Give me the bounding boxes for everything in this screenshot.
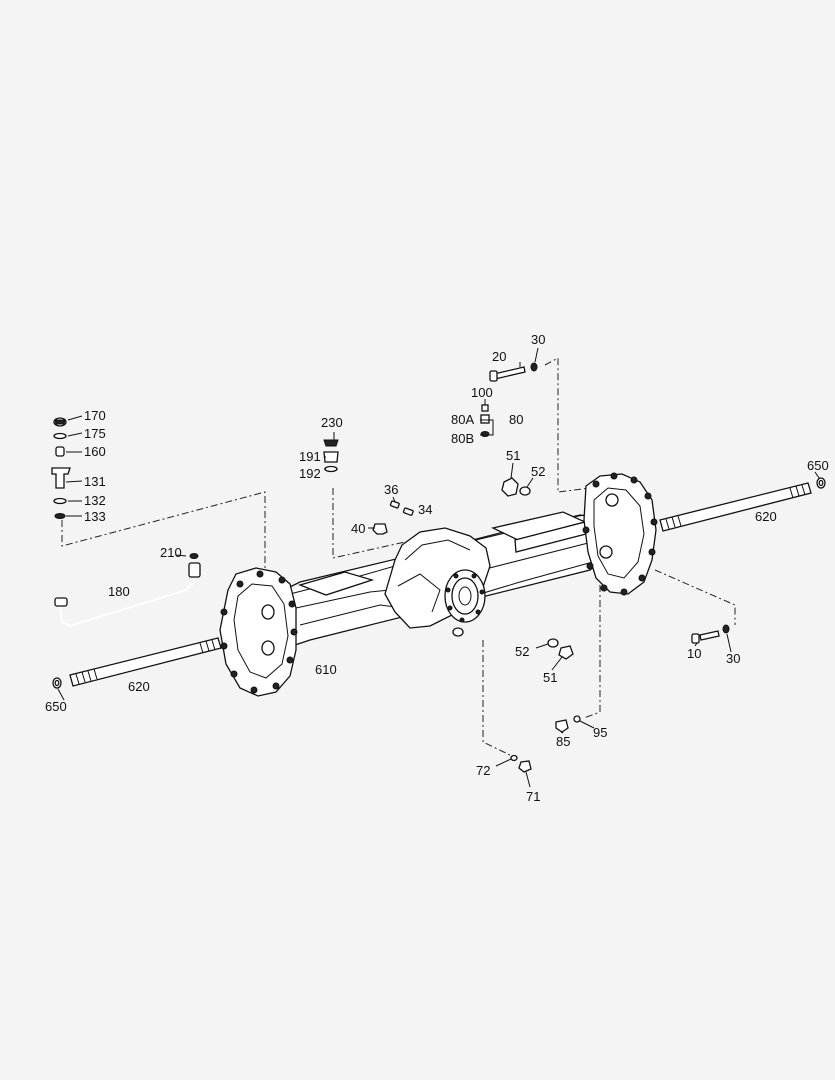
callout-40: 40 xyxy=(351,521,365,536)
callout-71: 71 xyxy=(526,789,540,804)
callout-51-top: 51 xyxy=(506,448,520,463)
callout-95: 95 xyxy=(593,725,607,740)
callout-650-left: 650 xyxy=(45,699,67,714)
left-axle-shaft xyxy=(52,637,222,689)
callout-160: 160 xyxy=(84,444,106,459)
callout-34: 34 xyxy=(418,502,432,517)
callout-133: 133 xyxy=(84,509,106,524)
right-axle-shaft xyxy=(659,477,826,532)
callout-30-right: 30 xyxy=(726,651,740,666)
callout-210: 210 xyxy=(160,545,182,560)
callout-175: 175 xyxy=(84,426,106,441)
callout-131: 131 xyxy=(84,474,106,489)
axle-housing xyxy=(219,472,658,697)
pipe-assembly xyxy=(54,553,201,628)
callout-36: 36 xyxy=(384,482,398,497)
callout-80: 80 xyxy=(509,412,523,427)
lower-parts xyxy=(510,624,730,773)
left-fitting-parts xyxy=(51,415,83,519)
callout-85: 85 xyxy=(556,734,570,749)
callout-620-left: 620 xyxy=(128,679,150,694)
callout-100: 100 xyxy=(471,385,493,400)
callout-80A: 80A xyxy=(451,412,474,427)
callout-52-mid: 52 xyxy=(515,644,529,659)
callout-180: 180 xyxy=(108,584,130,599)
leader-lines xyxy=(57,347,820,788)
callout-132: 132 xyxy=(84,493,106,508)
callout-51-mid: 51 xyxy=(543,670,557,685)
callout-labels: 170 175 160 131 132 133 210 180 620 650 … xyxy=(45,332,829,804)
callout-170: 170 xyxy=(84,408,106,423)
callout-80B: 80B xyxy=(451,431,474,446)
callout-192: 192 xyxy=(299,466,321,481)
callout-30-top: 30 xyxy=(531,332,545,347)
callout-10: 10 xyxy=(687,646,701,661)
top-centre-parts xyxy=(323,362,538,535)
callout-230: 230 xyxy=(321,415,343,430)
callout-650-right: 650 xyxy=(807,458,829,473)
callout-20: 20 xyxy=(492,349,506,364)
callout-610: 610 xyxy=(315,662,337,677)
callout-72: 72 xyxy=(476,763,490,778)
callout-620-right: 620 xyxy=(755,509,777,524)
callout-52-top: 52 xyxy=(531,464,545,479)
callout-191: 191 xyxy=(299,449,321,464)
assembly-lines xyxy=(61,357,736,757)
